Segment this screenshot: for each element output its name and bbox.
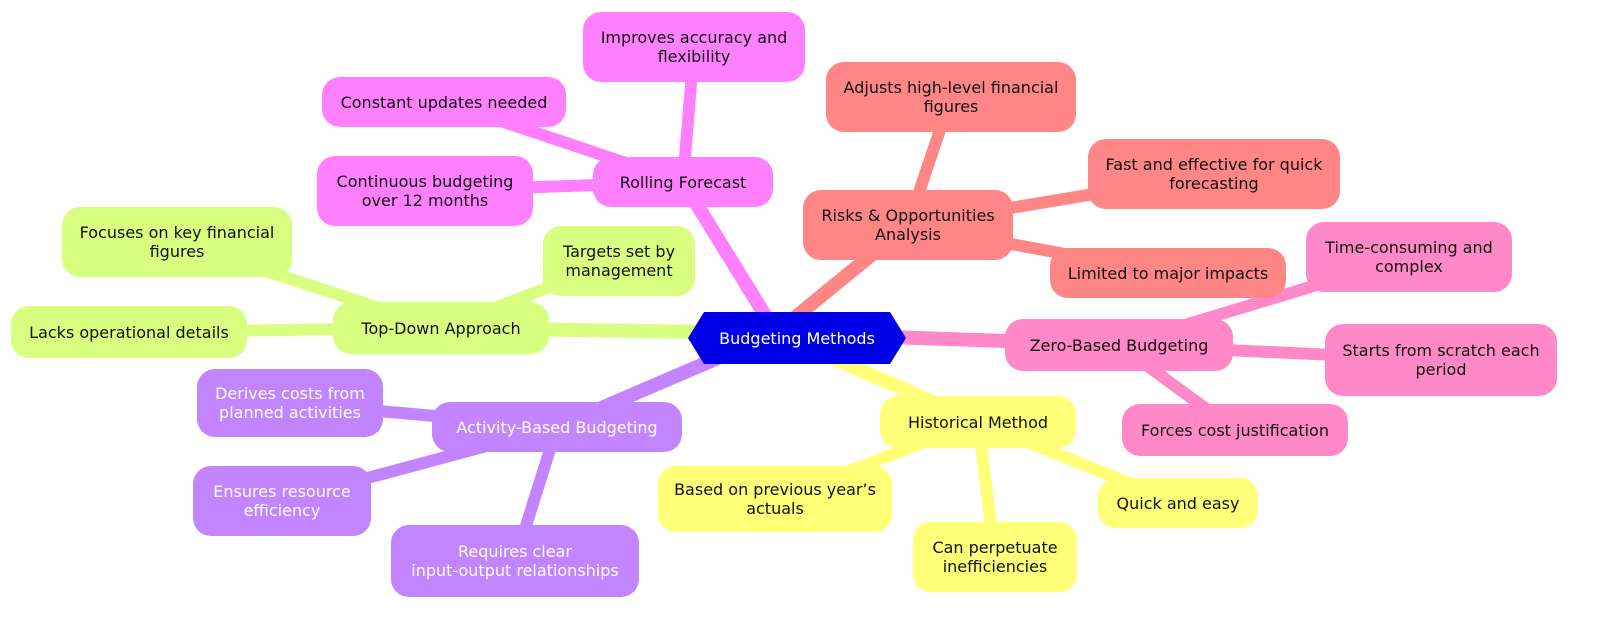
leaf-node-rolling-label: Continuous budgeting over 12 months (336, 172, 514, 210)
leaf-node-activity-label: Derives costs from planned activities (215, 384, 365, 422)
leaf-node-risks: Limited to major impacts (1050, 248, 1286, 298)
leaf-node-rolling: Improves accuracy and flexibility (583, 12, 805, 82)
branch-node-zero: Zero-Based Budgeting (1005, 319, 1233, 371)
leaf-node-topdown: Lacks operational details (11, 306, 247, 358)
branch-node-risks: Risks & Opportunities Analysis (803, 190, 1013, 260)
root-label: Budgeting Methods (719, 328, 875, 348)
leaf-node-topdown-label: Focuses on key financial figures (79, 223, 275, 261)
leaf-node-rolling-label: Constant updates needed (340, 92, 548, 112)
leaf-node-historical: Can perpetuate inefficiencies (913, 522, 1077, 592)
leaf-node-topdown: Targets set by management (543, 226, 695, 296)
branch-node-zero-label: Zero-Based Budgeting (1029, 335, 1209, 355)
leaf-node-historical-label: Quick and easy (1116, 493, 1240, 513)
branch-node-activity-label: Activity-Based Budgeting (456, 417, 658, 437)
branch-node-risks-label: Risks & Opportunities Analysis (821, 206, 995, 244)
branch-node-topdown: Top-Down Approach (333, 302, 549, 354)
branch-node-rolling-label: Rolling Forecast (619, 172, 747, 192)
leaf-node-topdown-label: Lacks operational details (29, 322, 229, 342)
branch-node-historical-label: Historical Method (907, 412, 1049, 432)
leaf-node-historical: Based on previous year’s actuals (658, 466, 892, 532)
leaf-node-zero-label: Starts from scratch each period (1342, 341, 1540, 379)
leaf-node-historical-label: Based on previous year’s actuals (674, 480, 876, 518)
leaf-node-activity-label: Requires clear input-output relationship… (411, 542, 619, 580)
branch-node-topdown-label: Top-Down Approach (361, 318, 521, 338)
edge-root-rolling (676, 175, 783, 340)
leaf-node-activity-label: Ensures resource efficiency (213, 482, 351, 520)
leaf-node-rolling: Continuous budgeting over 12 months (317, 156, 533, 226)
branch-node-rolling: Rolling Forecast (593, 157, 773, 207)
leaf-node-rolling: Constant updates needed (322, 77, 566, 127)
leaf-node-zero: Forces cost justification (1122, 404, 1348, 456)
leaf-node-rolling-label: Improves accuracy and flexibility (600, 28, 788, 66)
leaf-node-historical: Quick and easy (1098, 478, 1258, 528)
root-node: Budgeting Methods (688, 312, 906, 364)
leaf-node-risks-label: Fast and effective for quick forecasting (1105, 155, 1323, 193)
leaf-node-risks-label: Adjusts high-level financial figures (843, 78, 1059, 116)
leaf-node-topdown-label: Targets set by management (562, 242, 676, 280)
leaf-node-risks: Adjusts high-level financial figures (826, 62, 1076, 132)
leaf-node-topdown: Focuses on key financial figures (62, 207, 292, 277)
branch-node-historical: Historical Method (880, 396, 1076, 448)
leaf-node-activity: Derives costs from planned activities (197, 369, 383, 437)
leaf-node-zero-label: Time-consuming and complex (1325, 238, 1493, 276)
leaf-node-risks-label: Limited to major impacts (1067, 263, 1269, 283)
leaf-node-historical-label: Can perpetuate inefficiencies (932, 538, 1058, 576)
leaf-node-risks: Fast and effective for quick forecasting (1088, 139, 1340, 209)
leaf-node-activity: Ensures resource efficiency (193, 466, 371, 536)
branch-node-activity: Activity-Based Budgeting (432, 402, 682, 452)
leaf-node-zero: Time-consuming and complex (1306, 222, 1512, 292)
leaf-node-activity: Requires clear input-output relationship… (391, 525, 639, 597)
leaf-node-zero: Starts from scratch each period (1325, 324, 1557, 396)
leaf-node-zero-label: Forces cost justification (1141, 420, 1329, 440)
